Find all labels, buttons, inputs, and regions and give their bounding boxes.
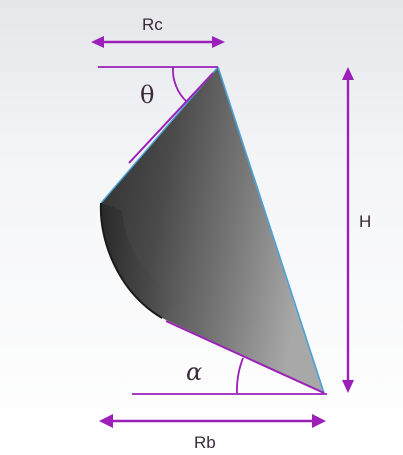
top-slant-line	[128, 72, 214, 164]
h-dimension-arrow	[342, 67, 354, 393]
theta-label: θ	[140, 81, 154, 109]
theta-angle-arc	[172, 66, 188, 103]
h-label: H	[359, 212, 371, 231]
rb-dimension-arrow	[99, 414, 326, 428]
alpha-label: α	[186, 358, 202, 386]
bottom-slant-line	[165, 320, 325, 394]
rb-label: Rb	[194, 433, 216, 452]
rc-dimension-arrow	[91, 36, 225, 48]
cone-base-curve-edge	[99, 202, 163, 319]
rc-label: Rc	[142, 15, 163, 34]
cone-body-shade	[100, 203, 185, 318]
cone-right-edge	[217, 66, 325, 394]
alpha-angle-arc	[236, 357, 244, 394]
